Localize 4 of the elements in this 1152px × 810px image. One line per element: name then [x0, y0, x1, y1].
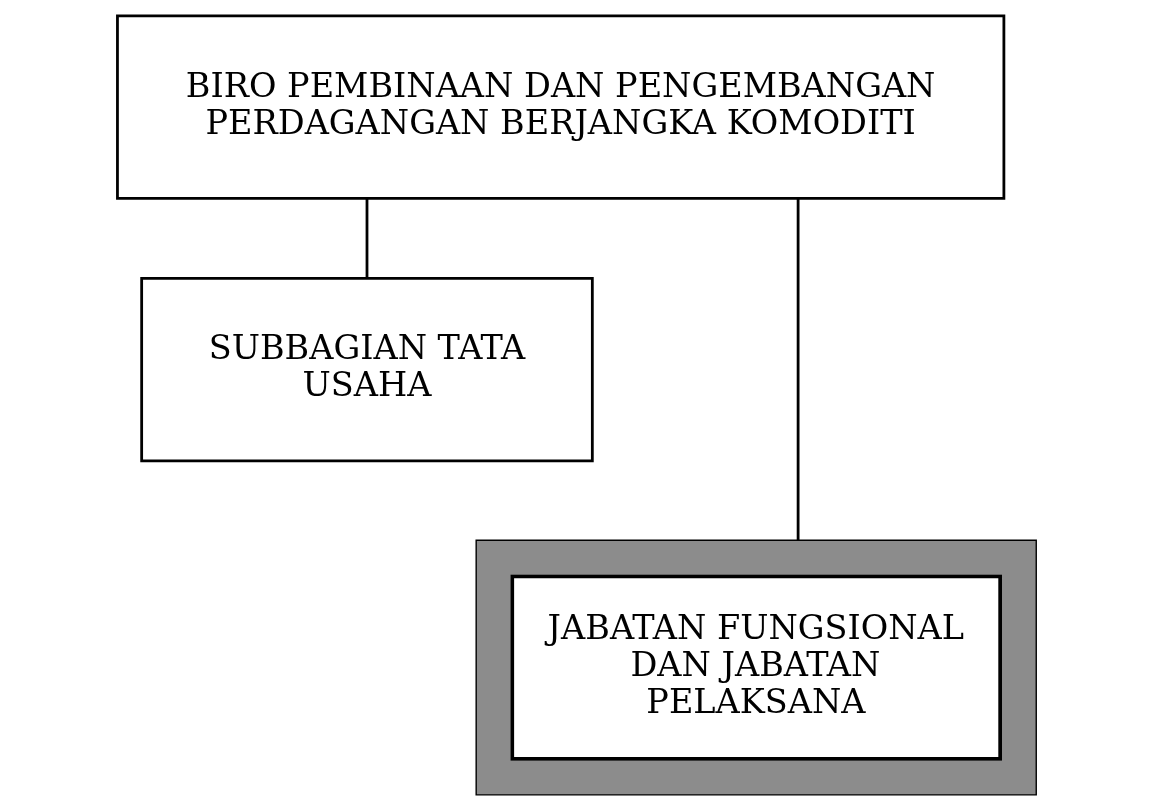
- connector: [796, 198, 799, 541]
- node-box: SUBBAGIAN TATA USAHA: [139, 276, 594, 463]
- connector: [365, 198, 368, 279]
- node-box: BIRO PEMBINAAN DAN PENGEMBANGAN PERDAGANGAN BERJANGKA KOMODITI: [115, 14, 1005, 200]
